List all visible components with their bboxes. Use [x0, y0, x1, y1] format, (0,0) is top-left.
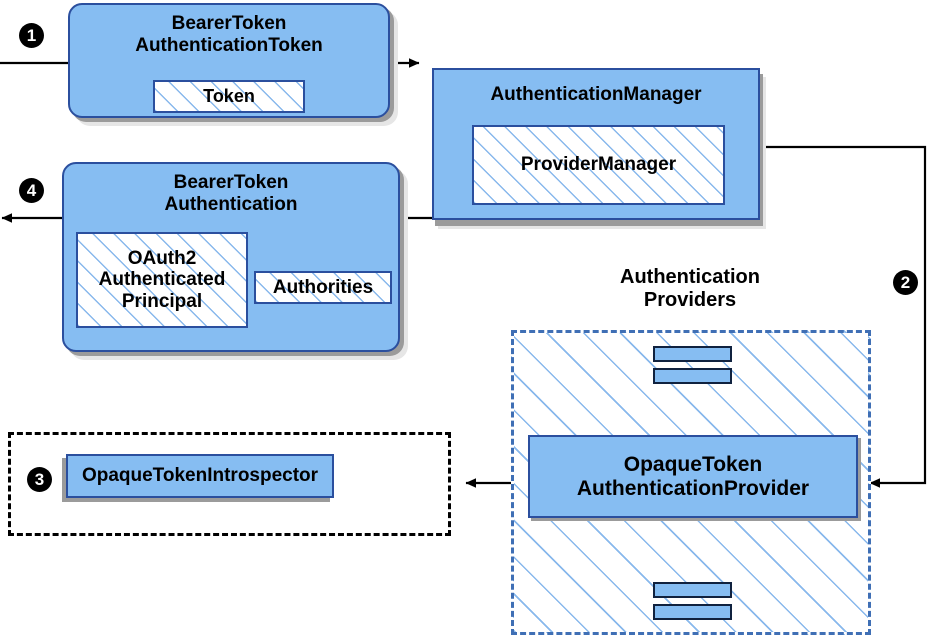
collapsed-provider-bar-top-1	[653, 346, 732, 362]
part-oauth2-authenticated-principal: OAuth2 Authenticated Principal	[76, 232, 248, 328]
authentication-manager-title: AuthenticationManager	[490, 84, 702, 105]
part-authorities: Authorities	[254, 271, 392, 304]
opaque-token-introspector-title: OpaqueTokenIntrospector	[81, 465, 319, 487]
opaque-token-authentication-provider-title: OpaqueToken AuthenticationProvider	[576, 452, 810, 500]
node-opaque-token-introspector[interactable]: OpaqueTokenIntrospector	[66, 454, 334, 498]
node-bearer-token-authentication[interactable]: BearerToken Authentication OAuth2 Authen…	[62, 162, 400, 352]
collapsed-provider-bar-bottom-2	[653, 604, 732, 620]
node-authentication-manager[interactable]: AuthenticationManager ProviderManager	[432, 68, 760, 220]
bearer-token-authentication-title: BearerToken Authentication	[164, 172, 298, 215]
step-badge-2: 2	[893, 270, 918, 295]
collapsed-provider-bar-bottom-1	[653, 582, 732, 598]
authentication-providers-label: Authentication Providers	[620, 266, 760, 311]
node-bearer-token-authentication-token[interactable]: BearerToken AuthenticationToken Token	[68, 3, 390, 118]
node-opaque-token-authentication-provider[interactable]: OpaqueToken AuthenticationProvider	[528, 435, 858, 518]
step-badge-3: 3	[27, 467, 52, 492]
part-token: Token	[153, 80, 305, 113]
part-provider-manager: ProviderManager	[472, 125, 725, 205]
step-badge-4: 4	[19, 178, 44, 203]
bearer-token-authentication-token-title: BearerToken AuthenticationToken	[135, 13, 323, 56]
collapsed-provider-bar-top-2	[653, 368, 732, 384]
step-badge-1: 1	[19, 23, 44, 48]
